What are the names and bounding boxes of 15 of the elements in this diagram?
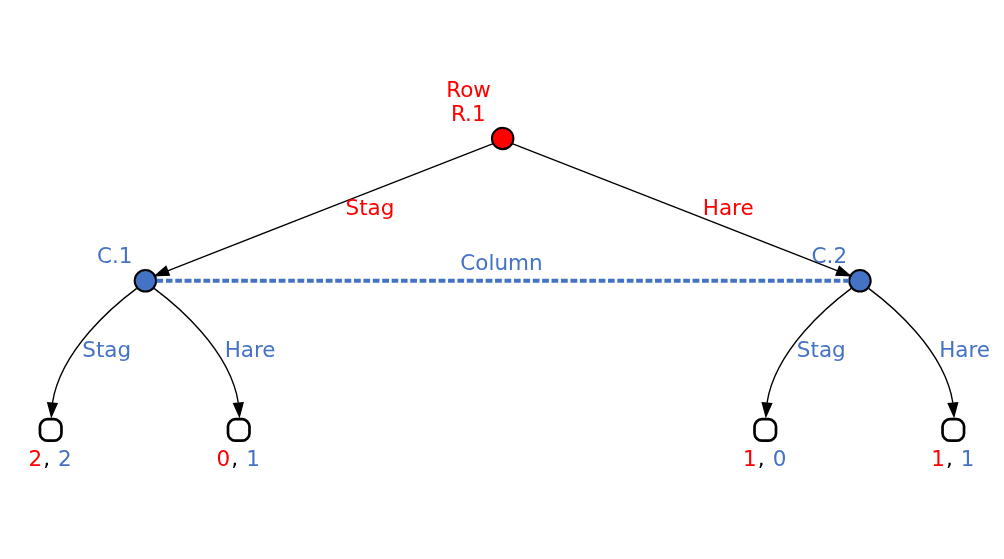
edge-label: Stag [796,337,846,363]
edge-label: Hare [224,337,276,363]
edge-label: Hare [702,194,754,220]
edge-label: Stag [82,337,132,363]
node-label: 1, 0 [743,445,787,471]
node-label: C.1 [97,243,133,269]
edge-label: Column [460,249,543,275]
node-label: 2, 2 [28,445,72,471]
edge-label: Hare [939,337,991,363]
node-label: 1, 1 [931,445,975,471]
node-label: 0, 1 [216,445,260,471]
node-label: Row [446,76,491,102]
node-label: R.1 [450,100,486,126]
edge-label: Stag [345,194,395,220]
node-label: C.2 [811,243,848,269]
